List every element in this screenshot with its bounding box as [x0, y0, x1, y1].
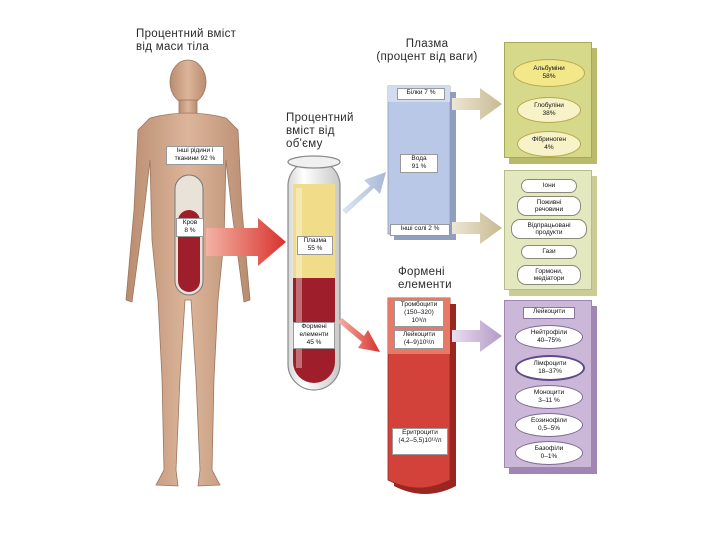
body-to-tube-arrow: [206, 218, 286, 266]
human-body: [125, 59, 251, 487]
waste-products-pill: Відпрацьовані продукти: [511, 219, 587, 239]
protein-panel: Альбуміни 58% Глобуліни 38% Фібриноген 4…: [504, 42, 592, 158]
albumins-oval: Альбуміни 58%: [513, 59, 585, 87]
leukocyte-panel-title: Лейкоцити: [523, 307, 575, 319]
plasma-water-label: Вода 91 %: [400, 154, 438, 173]
neutrophils-oval: Нейтрофіли 40–75%: [515, 325, 583, 349]
nutrients-pill: Поживні речовини: [517, 196, 581, 216]
plasma-other-label: Інші солі 2 %: [390, 224, 450, 236]
gases-pill: Гази: [521, 245, 577, 259]
tube-formed-label: Формені елементи 45 %: [293, 322, 335, 349]
other-arrow: [452, 212, 502, 244]
formed-title: Формені елементи: [398, 266, 452, 291]
tube-to-plasma-arrow: [342, 172, 386, 214]
fibrinogen-oval: Фібриноген 4%: [517, 131, 581, 157]
globulins-oval: Глобуліни 38%: [517, 97, 581, 123]
body-percent-title: Процентний вміст від маси тіла: [136, 28, 237, 53]
tube-to-formed-arrow: [338, 318, 380, 352]
ions-pill: Іони: [521, 179, 577, 193]
other-fluids-label: Інші рідини і тканини 92 %: [166, 146, 224, 165]
leukocyte-panel: Лейкоцити Нейтрофіли 40–75% Лімфоцити 18…: [504, 300, 592, 468]
plasma-other-panel: Іони Поживні речовини Відпрацьовані прод…: [504, 170, 592, 290]
basophils-oval: Базофіли 0–1%: [515, 441, 583, 465]
plasma-protein-label: Білки 7 %: [397, 88, 445, 100]
blood-label: Кров 8 %: [176, 218, 204, 237]
plasma-title: Плазма (процент від ваги): [376, 38, 478, 63]
tube-plasma-label: Плазма 55 %: [297, 236, 333, 255]
formed-erythrocytes-label: Еритроцити (4,2–5,5)10¹²/л: [392, 428, 448, 455]
formed-platelets-label: Тромбоцити (150–320) 10³/л: [394, 300, 444, 327]
protein-arrow: [452, 88, 502, 120]
monocytes-oval: Моноцити 3–11 %: [515, 385, 583, 409]
test-tube: [287, 155, 341, 391]
formed-column: [387, 297, 456, 494]
volume-percent-title: Процентний вміст від об'єму: [286, 112, 354, 150]
eosinophils-oval: Еозинофіли 0,5–5%: [515, 413, 583, 437]
lymphocytes-oval: Лімфоцити 18–37%: [515, 355, 585, 381]
hormones-pill: Гормони, медіатори: [517, 265, 581, 285]
leukocyte-arrow: [452, 320, 502, 352]
formed-leukocytes-label: Лейкоцити (4–9)10³/л: [394, 330, 444, 349]
